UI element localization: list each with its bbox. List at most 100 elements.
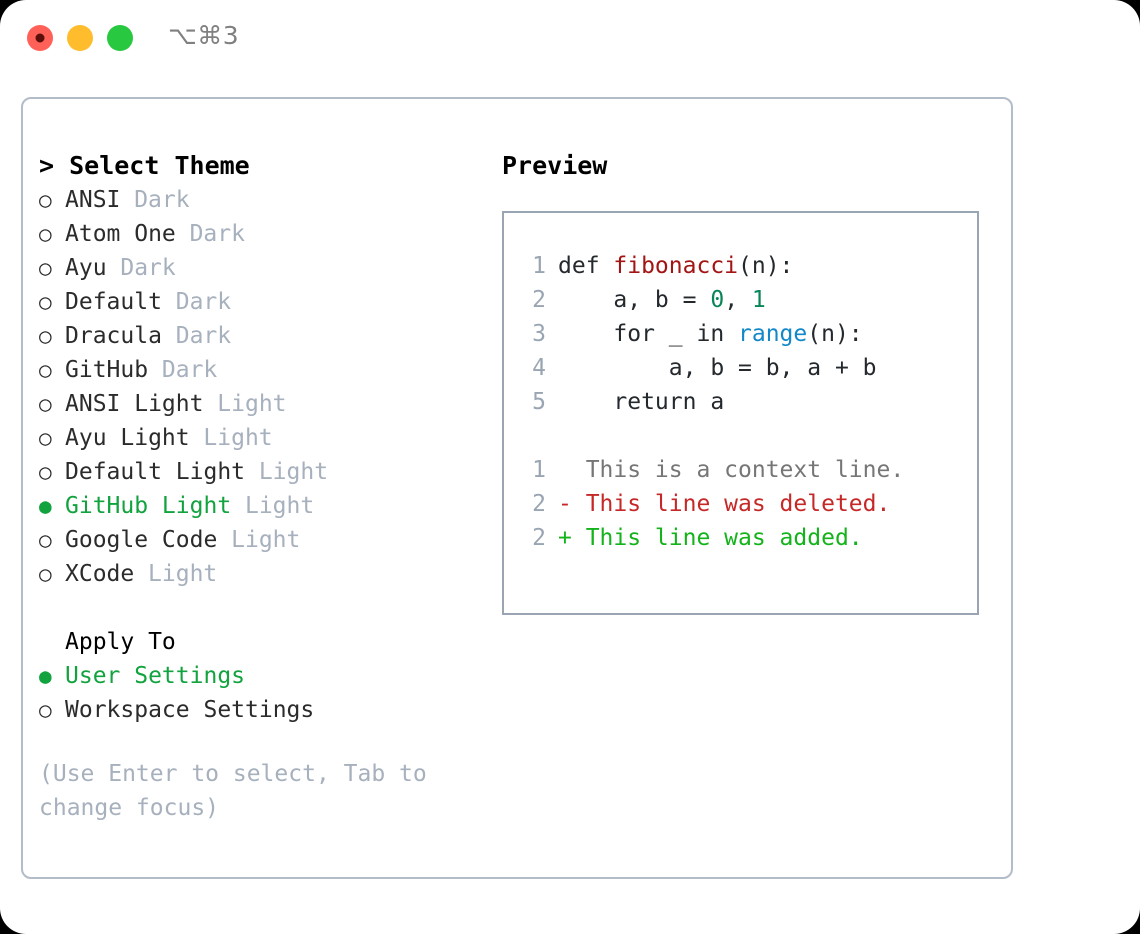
minimize-button-icon[interactable]: [67, 25, 93, 51]
maximize-button-icon[interactable]: [107, 25, 133, 51]
theme-category-tag: Light: [244, 493, 315, 519]
theme-category-tag: Light: [231, 527, 301, 553]
theme-category-tag: Dark: [120, 255, 176, 281]
code-token: 0: [710, 287, 725, 313]
theme-name: ANSI Light: [65, 391, 204, 417]
diff-line: 2 - This line was deleted.: [524, 487, 977, 521]
theme-category-tag: Light: [258, 459, 329, 485]
radio-unselected-icon: ○: [39, 426, 52, 450]
keyboard-shortcut-label: ⌥⌘3: [168, 21, 240, 50]
preview-heading: Preview: [502, 151, 608, 180]
theme-list-item[interactable]: ○ Atom One Dark: [39, 217, 489, 251]
theme-category-tag: Dark: [189, 221, 245, 247]
apply-to-heading: Apply To: [65, 629, 176, 655]
select-theme-heading: > Select Theme: [39, 151, 250, 180]
theme-name: Ayu: [65, 255, 107, 281]
radio-unselected-icon: ○: [39, 562, 52, 586]
theme-name: ANSI: [65, 187, 121, 213]
code-line: 4 a, b = b, a + b: [524, 351, 977, 385]
keyboard-hint-text: (Use Enter to select, Tab to change focu…: [39, 761, 441, 821]
line-number: 3: [532, 321, 546, 347]
line-number: 5: [532, 389, 546, 415]
code-line-text: def fibonacci(n):: [558, 249, 793, 283]
theme-category-tag: Dark: [134, 187, 190, 213]
line-number: 2: [532, 491, 546, 517]
theme-name: GitHub Light: [65, 493, 232, 519]
theme-list-item[interactable]: ○ Ayu Dark: [39, 251, 489, 285]
theme-name: Atom One: [65, 221, 176, 247]
radio-unselected-icon: ○: [39, 324, 52, 348]
code-line-text: return a: [558, 385, 724, 419]
theme-list-item[interactable]: ○ XCode Light: [39, 557, 489, 591]
theme-name: Ayu Light: [65, 425, 190, 451]
theme-name: XCode: [65, 561, 135, 587]
preview-separator: [524, 419, 977, 453]
theme-name: GitHub: [65, 357, 149, 383]
code-token: (n):: [807, 321, 863, 347]
diff-line: 2 + This line was added.: [524, 521, 977, 555]
radio-unselected-icon: ○: [39, 256, 52, 280]
radio-unselected-icon: ○: [39, 528, 52, 552]
radio-unselected-icon: ○: [39, 188, 52, 212]
theme-category-tag: Dark: [175, 289, 232, 315]
line-number: 1: [532, 457, 546, 483]
theme-name: Dracula: [65, 323, 162, 349]
radio-unselected-icon: ○: [39, 222, 52, 246]
code-sample: 1 def fibonacci(n): 2 a, b = 0, 1 3 for _ i…: [524, 249, 977, 419]
code-line-text: for _ in range(n):: [558, 317, 863, 351]
theme-list-item[interactable]: ○ Dracula Dark: [39, 319, 489, 353]
theme-list-item[interactable]: ○ ANSI Dark: [39, 183, 489, 217]
line-number: 4: [532, 355, 546, 381]
apply-to-label: User Settings: [65, 663, 246, 689]
line-number: 2: [532, 525, 546, 551]
theme-category-tag: Dark: [175, 323, 232, 349]
theme-list-item[interactable]: ● GitHub Light Light: [39, 489, 489, 523]
radio-unselected-icon: ○: [39, 392, 52, 416]
code-line-text: a, b = b, a + b: [558, 351, 877, 385]
radio-selected-icon: ●: [39, 664, 52, 688]
apply-to-option[interactable]: ○ Workspace Settings: [39, 693, 489, 727]
theme-name: Default: [65, 289, 162, 315]
apply-to-label: Workspace Settings: [65, 697, 315, 723]
apply-to-option[interactable]: ● User Settings: [39, 659, 489, 693]
code-token: return a: [558, 389, 725, 415]
diff-line: 1 This is a context line.: [524, 453, 977, 487]
window-titlebar: ⌥⌘3: [0, 0, 1140, 78]
code-token: ,: [724, 287, 752, 313]
theme-list-item[interactable]: ○ Default Dark: [39, 285, 489, 319]
theme-list-item[interactable]: ○ Default Light Light: [39, 455, 489, 489]
theme-category-tag: Light: [203, 425, 273, 451]
code-line: 5 return a: [524, 385, 977, 419]
window-controls: [27, 25, 133, 51]
code-token: a, b =: [558, 287, 711, 313]
radio-unselected-icon: ○: [39, 460, 52, 484]
diff-line-text: - This line was deleted.: [558, 491, 891, 517]
radio-unselected-icon: ○: [39, 698, 52, 722]
diff-line-text: + This line was added.: [558, 525, 863, 551]
line-number: 2: [532, 287, 546, 313]
line-number: 1: [532, 253, 546, 279]
code-line: 1 def fibonacci(n):: [524, 249, 977, 283]
code-token: def: [558, 253, 614, 279]
radio-selected-icon: ●: [39, 494, 52, 518]
apply-to-list[interactable]: ● User Settings ○ Workspace Settings: [39, 659, 489, 727]
close-button-icon[interactable]: [27, 25, 53, 51]
theme-name: Default Light: [65, 459, 246, 485]
diff-sample: 1 This is a context line. 2 - This line wa…: [524, 453, 977, 555]
code-token: (n):: [738, 253, 794, 279]
code-token: fibonacci: [613, 253, 739, 279]
theme-category-tag: Light: [148, 561, 218, 587]
theme-list-item[interactable]: ○ Ayu Light Light: [39, 421, 489, 455]
radio-unselected-icon: ○: [39, 358, 52, 382]
code-line: 3 for _ in range(n):: [524, 317, 977, 351]
radio-unselected-icon: ○: [39, 290, 52, 314]
